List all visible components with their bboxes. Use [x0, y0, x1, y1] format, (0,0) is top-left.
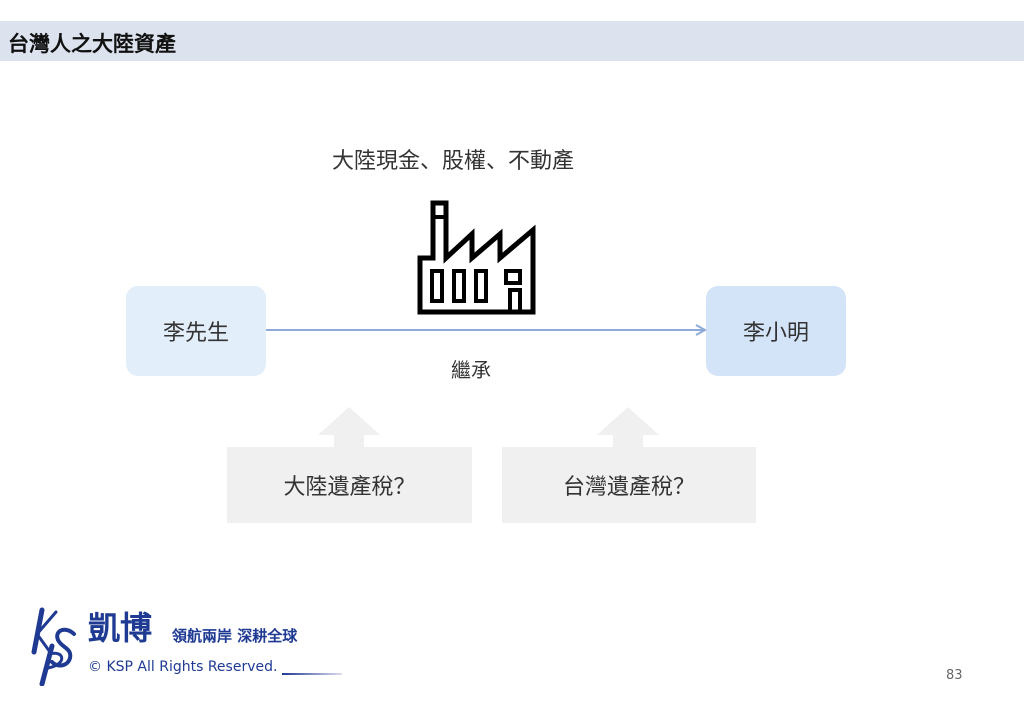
- assets-label: 大陸現金、股權、不動產: [332, 149, 575, 174]
- slide-title: 台灣人之大陸資產: [8, 32, 176, 56]
- factory-icon: [417, 200, 536, 315]
- divider: [282, 673, 342, 675]
- inherit-arrow: [266, 324, 708, 336]
- brand-slogan: 領航兩岸 深耕全球: [172, 627, 298, 645]
- brand-name: 凱博: [88, 609, 153, 647]
- slide-header: 台灣人之大陸資產: [0, 21, 1024, 61]
- heir-box: 李小明: [706, 286, 846, 376]
- copyright: © KSP All Rights Reserved.: [88, 659, 278, 675]
- up-arrow-icon: [318, 407, 380, 449]
- ksp-logo: [31, 607, 76, 686]
- up-arrow-icon: [597, 407, 659, 449]
- china-estate-tax-box: 大陸遺產稅？: [227, 447, 472, 523]
- parent-box: 李先生: [126, 286, 266, 376]
- taiwan-estate-tax-box: 台灣遺產稅？: [502, 447, 756, 523]
- inherit-label: 繼承: [451, 358, 491, 382]
- page-number: 83: [946, 668, 963, 683]
